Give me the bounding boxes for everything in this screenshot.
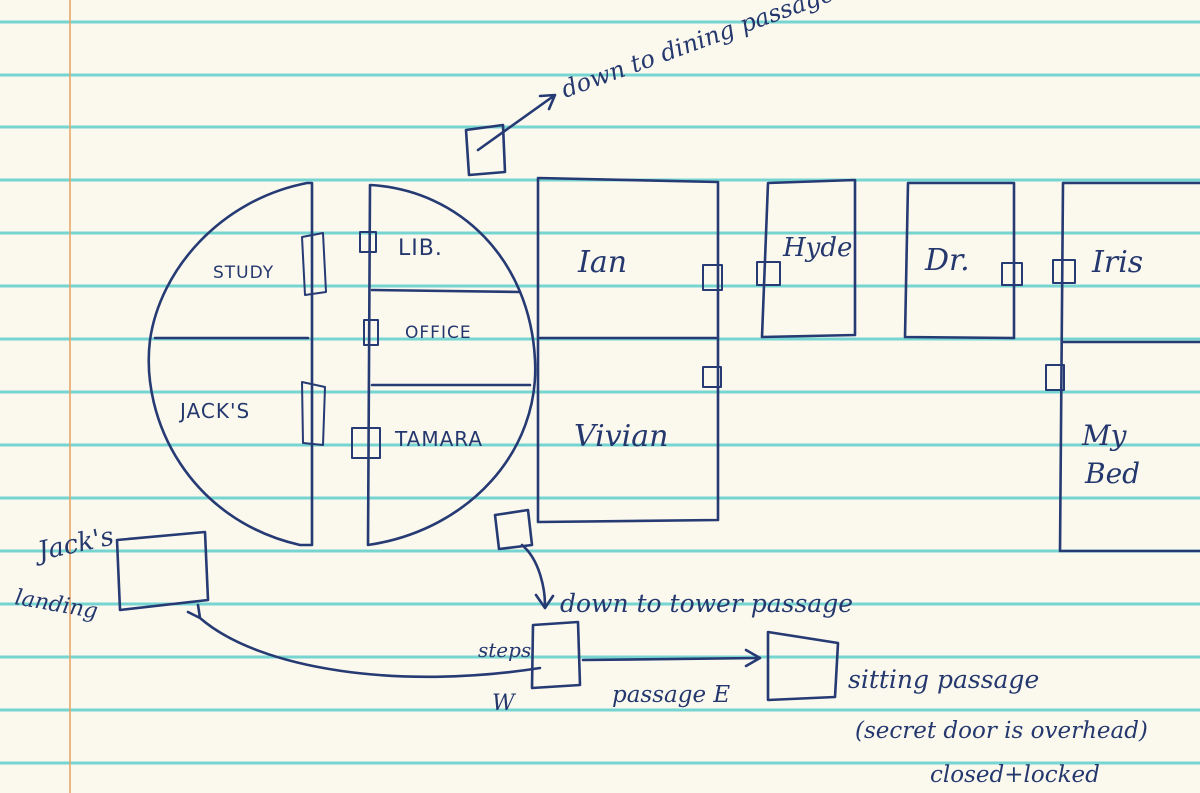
office-door [363, 319, 379, 346]
jacks-label: JACK'S [178, 399, 250, 423]
dr-door [1001, 262, 1023, 286]
closed-locked-note: closed+locked [930, 762, 1100, 788]
sitting-passage-box [766, 630, 840, 702]
study-jacks-wing [147, 181, 314, 547]
ian-label: Ian [577, 245, 627, 280]
jacks-landing-name: Jack's [30, 522, 116, 568]
w-label: W [492, 691, 517, 716]
my-label: My [1081, 419, 1128, 452]
sitting-passage-label: sitting passage [848, 665, 1039, 694]
tamara-door [351, 427, 381, 459]
landing-arrow [186, 603, 542, 679]
bed-door [1045, 364, 1065, 391]
tower-arrow [520, 543, 555, 610]
tower-passage-label: down to tower passage [560, 589, 853, 618]
passage-e-label: passage E [612, 682, 730, 708]
dr-label: Dr. [924, 243, 970, 278]
tower-stair-box [493, 508, 534, 551]
dining-stair-box [464, 123, 507, 177]
study-door [301, 232, 327, 296]
ruled-lines [0, 20, 1200, 765]
jacks-door [301, 381, 326, 446]
iris-label: Iris [1091, 245, 1143, 280]
jacks-landing-box [115, 530, 210, 612]
dining-passage-label: down to dining passage [557, 0, 837, 104]
lib-divider [370, 288, 522, 294]
lib-label: LIB. [398, 236, 443, 261]
ian-door [702, 264, 723, 291]
lib-door [359, 231, 377, 253]
steps-label: steps [478, 638, 531, 662]
office-label: OFFICE [405, 323, 472, 343]
iris-door [1052, 259, 1076, 284]
hyde-door [756, 261, 781, 286]
passage-e-arrow [581, 648, 762, 668]
dining-arrow [476, 93, 557, 152]
vivian-door [702, 366, 722, 388]
iris-bed-block [1058, 181, 1200, 553]
steps-box [530, 620, 582, 690]
secret-door-note: (secret door is overhead) [855, 718, 1148, 744]
ian-vivian-block [536, 176, 720, 524]
hyde-label: Hyde [782, 233, 852, 263]
lib-office-tamara-wing [366, 183, 537, 547]
vivian-label: Vivian [574, 419, 668, 454]
landing-label: landing [13, 585, 100, 624]
dr-room [903, 181, 1016, 340]
tamara-label: TAMARA [394, 427, 483, 451]
bed-label: Bed [1084, 457, 1140, 490]
study-label: STUDY [213, 263, 274, 283]
